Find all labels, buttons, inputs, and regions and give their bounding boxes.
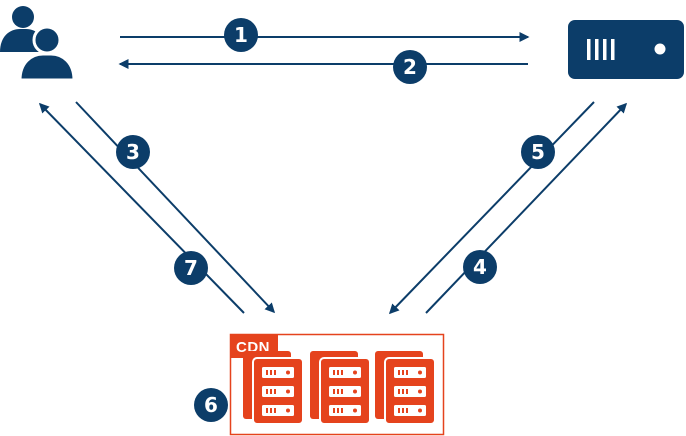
step-badge-2: 2: [393, 50, 427, 84]
svg-text:6: 6: [204, 393, 218, 417]
step-badge-5: 5: [521, 135, 555, 169]
users-icon: [0, 6, 76, 82]
step-badge-4: 4: [463, 250, 497, 284]
cdn-box: CDN: [229, 333, 445, 436]
step-badge-6: 6: [194, 388, 228, 422]
step-badge-1: 1: [224, 18, 258, 52]
svg-text:1: 1: [234, 23, 248, 47]
svg-text:5: 5: [531, 140, 545, 164]
arrow-5: [388, 101, 595, 315]
step-badge-3: 3: [116, 135, 150, 169]
server-rack-icon-1: [243, 351, 304, 425]
server-rack-icon-2: [310, 351, 371, 425]
server-rack-icon-3: [375, 351, 436, 425]
arrow-4: [425, 102, 628, 314]
svg-text:2: 2: [403, 55, 417, 79]
svg-text:4: 4: [473, 255, 487, 279]
step-badge-7: 7: [174, 251, 208, 285]
arrow-7: [38, 102, 245, 314]
arrow-3: [75, 101, 276, 314]
arrows: [38, 32, 628, 315]
svg-text:7: 7: [184, 256, 198, 280]
svg-text:3: 3: [126, 140, 140, 164]
origin-server-icon: [568, 20, 684, 79]
